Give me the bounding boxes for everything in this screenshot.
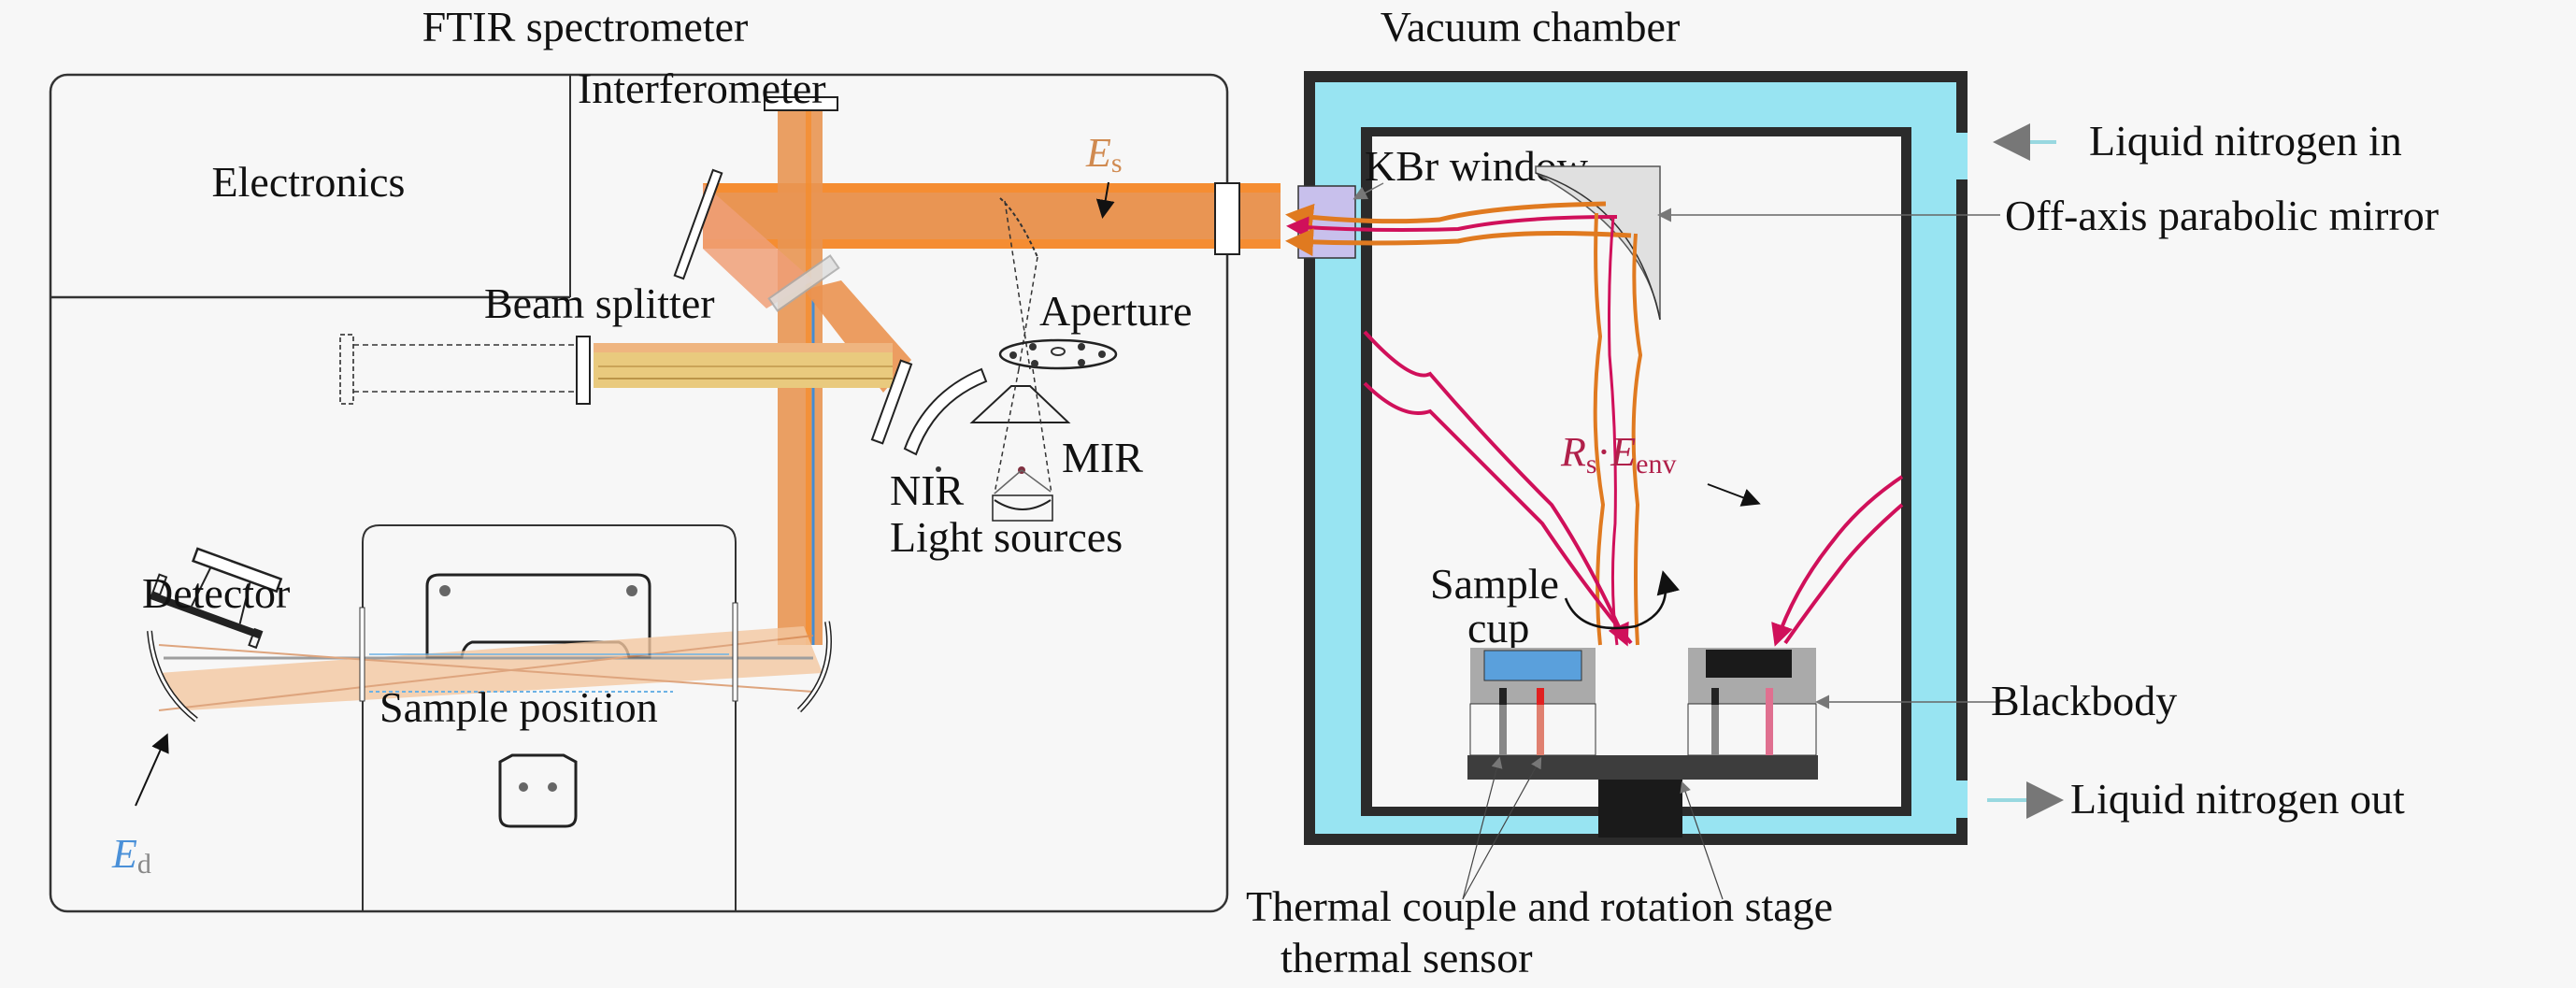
sample-compartment <box>362 524 737 911</box>
right-mirror <box>870 359 913 445</box>
sample-cup <box>1469 648 1596 756</box>
ed-pointer <box>135 733 169 807</box>
aperture-wheel <box>998 338 1118 370</box>
ln2-in-label: Liquid nitrogen in <box>2089 117 2402 165</box>
ftir-title: FTIR spectrometer <box>422 3 749 50</box>
detector-icon <box>149 547 283 650</box>
rotation-stage-pointer <box>1680 780 1724 900</box>
ftir-enclosure <box>49 73 1229 913</box>
ln2-outlet-port <box>1956 780 1968 818</box>
fixed-mirror <box>764 96 838 111</box>
nir-source <box>936 466 941 472</box>
blackbody-label: Blackbody <box>1991 677 2177 724</box>
mir-source <box>992 466 1053 522</box>
blackbody <box>1687 648 1817 756</box>
rotation-stage-label: rotation stage <box>1600 882 1833 930</box>
detector-label: Detector <box>142 569 290 617</box>
mir-label: MIR <box>1062 434 1143 481</box>
sample-position-label: Sample position <box>379 683 658 731</box>
sample-window-right <box>732 602 738 702</box>
nir-label: NIR <box>890 466 965 514</box>
light-sources-label: Light sources <box>890 513 1123 561</box>
aperture-focus-mirror <box>999 197 1038 258</box>
ftir-spectrometer: Electronics <box>49 64 1281 913</box>
rs-eenv-label: Rs·Eenv <box>1560 429 1676 480</box>
thermocouple-pointer-2 <box>1462 756 1542 900</box>
off-axis-mirror-label: Off-axis parabolic mirror <box>2005 192 2439 239</box>
ln2-out-label: Liquid nitrogen out <box>2070 775 2405 823</box>
electronics-label: Electronics <box>212 158 406 206</box>
es-label: Es <box>1085 130 1123 179</box>
sample-window-left <box>359 607 365 702</box>
moving-mirror <box>576 336 591 405</box>
rotation-stage-shaft <box>1598 780 1682 838</box>
rs-eenv-pointer <box>1707 483 1761 507</box>
return-rays <box>1285 201 1904 647</box>
sample-path-beams <box>158 626 823 711</box>
thermocouple-label-line1: Thermal couple and <box>1246 882 1590 930</box>
thermocouple-pointer-1 <box>1462 756 1503 900</box>
sample-holder-bottom <box>498 753 578 828</box>
rotation-arrow-icon <box>1564 570 1680 630</box>
interferometer-label: Interferometer <box>578 64 826 112</box>
vacuum-chamber: KBr window Rs·Eenv Sample cup <box>1285 71 2000 900</box>
nir-mirror <box>903 367 988 456</box>
interferometer-beams <box>594 103 1281 645</box>
ed-label: Ed <box>111 831 151 880</box>
sample-cup-label-line2: cup <box>1467 604 1529 652</box>
sample-cup-label-line1: Sample <box>1430 560 1559 608</box>
es-pointer <box>1095 181 1115 219</box>
fold-mirror <box>673 168 723 280</box>
thermocouple-label-line2: thermal sensor <box>1281 934 1533 981</box>
ln2-inlet-port <box>1956 133 1968 179</box>
moving-mirror-ghost <box>339 334 354 405</box>
vacuum-title: Vacuum chamber <box>1381 3 1681 50</box>
beam-splitter-label: Beam splitter <box>484 279 715 327</box>
rotation-stage-plate <box>1467 755 1818 780</box>
aperture-label: Aperture <box>1039 287 1192 335</box>
kbr-pointer <box>1352 182 1384 200</box>
exit-window <box>1214 182 1240 255</box>
mir-lens <box>969 385 1071 423</box>
beam-splitter-plate <box>767 254 840 312</box>
